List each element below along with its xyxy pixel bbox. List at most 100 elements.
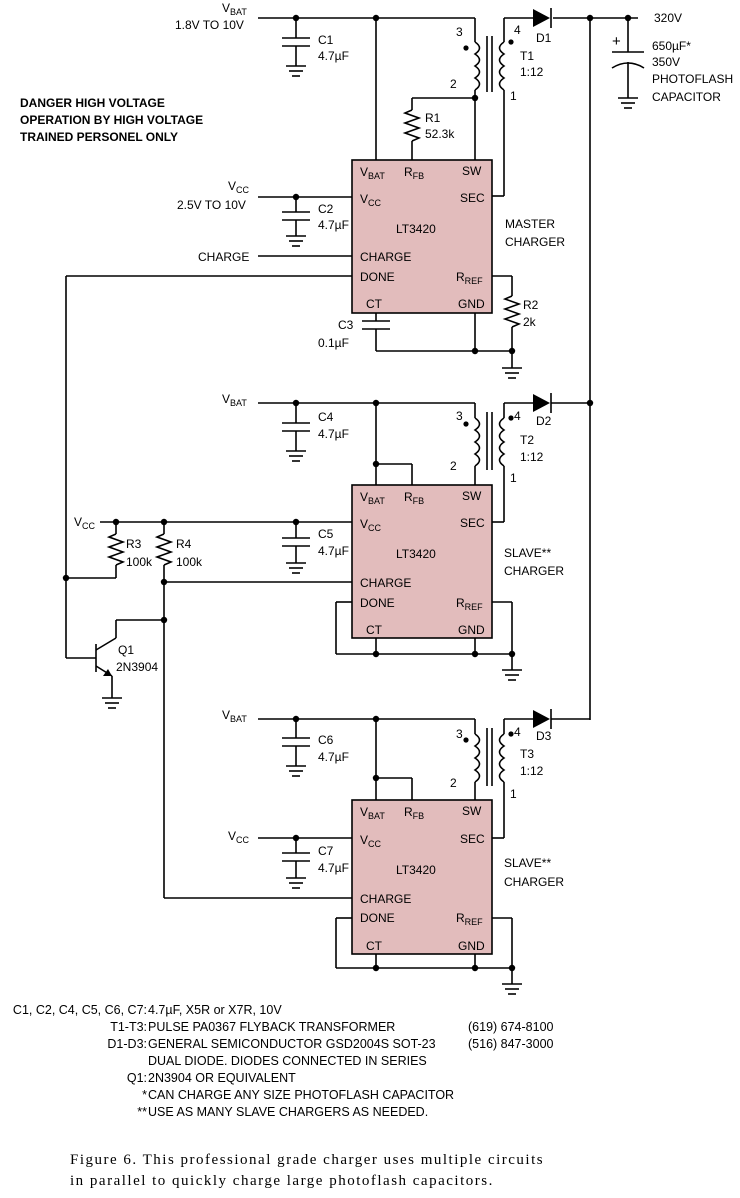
slave2-role-1: SLAVE** xyxy=(504,856,551,870)
r4-ref: R4 xyxy=(176,537,192,551)
note-row: ** USE AS MANY SLAVE CHARGERS AS NEEDED. xyxy=(0,1104,740,1121)
photoflash-capacitor: + 650µF* 350V PHOTOFLASH CAPACITOR xyxy=(611,18,733,109)
svg-text:SW: SW xyxy=(462,164,482,178)
svg-text:VCC: VCC xyxy=(74,515,96,531)
svg-text:VBAT: VBAT xyxy=(360,165,385,181)
t2-pin1: 1 xyxy=(510,471,517,485)
c6-value: 4.7µF xyxy=(318,750,349,764)
svg-text:GND: GND xyxy=(458,939,485,953)
cap-word: CAPACITOR xyxy=(652,90,721,104)
t3-ratio: 1:12 xyxy=(520,764,544,778)
t3-pin3: 3 xyxy=(456,727,463,741)
note-row: T1-T3: PULSE PA0367 FLYBACK TRANSFORMER … xyxy=(0,1019,740,1036)
svg-text:SW: SW xyxy=(462,489,482,503)
note-value: 2N3904 OR EQUIVALENT xyxy=(148,1071,296,1085)
t2-pin3: 3 xyxy=(456,409,463,423)
master-chip-name: LT3420 xyxy=(396,222,436,236)
slave2-role-2: CHARGER xyxy=(504,875,564,889)
c1-ref: C1 xyxy=(318,33,334,47)
svg-text:SEC: SEC xyxy=(460,516,485,530)
r1-value: 52.3k xyxy=(425,127,455,141)
r3-value: 100k xyxy=(126,555,153,569)
output-rail: 320V xyxy=(553,11,682,720)
note-value: CAN CHARGE ANY SIZE PHOTOFLASH CAPACITOR xyxy=(148,1088,455,1102)
note-key: ** xyxy=(137,1105,147,1119)
note-row: * CAN CHARGE ANY SIZE PHOTOFLASH CAPACIT… xyxy=(0,1087,740,1104)
cap-type: PHOTOFLASH xyxy=(652,72,733,86)
note-value: GENERAL SEMICONDUCTOR GSD2004S SOT-23 xyxy=(148,1037,436,1051)
slave1-chip-name: LT3420 xyxy=(396,547,436,561)
cap-voltage: 350V xyxy=(652,55,680,69)
c1-value: 4.7µF xyxy=(318,49,349,63)
c6-ref: C6 xyxy=(318,733,334,747)
slave1-role-2: CHARGER xyxy=(504,564,564,578)
c3-ref: C3 xyxy=(338,318,354,332)
svg-text:VBAT: VBAT xyxy=(222,392,247,408)
t3-pin4: 4 xyxy=(514,725,521,739)
schematic-diagram: DANGER HIGH VOLTAGE OPERATION BY HIGH VO… xyxy=(20,1,733,995)
c2-ref: C2 xyxy=(318,202,334,216)
note-row: D1-D3: GENERAL SEMICONDUCTOR GSD2004S SO… xyxy=(0,1036,740,1053)
svg-text:VCC: VCC xyxy=(360,192,382,208)
d2-ref: D2 xyxy=(536,414,552,428)
t1-pin1: 1 xyxy=(510,89,517,103)
slave2-lt3420-chip xyxy=(351,799,493,955)
slave1-role-1: SLAVE** xyxy=(504,546,551,560)
svg-text:CHARGE: CHARGE xyxy=(360,576,411,590)
output-voltage-label: 320V xyxy=(654,11,682,25)
t2-ref: T2 xyxy=(520,433,534,447)
slave-stage-1: VBAT C4 4.7µF 3 2 4 1 T2 1:12 xyxy=(164,392,594,681)
t3-pin1: 1 xyxy=(510,787,517,801)
t2-pin2: 2 xyxy=(450,459,457,473)
c4-ref: C4 xyxy=(318,410,334,424)
slave-stage-2: VBAT C6 4.7µF 3 2 4 1 T3 1:12 xyxy=(164,708,590,995)
note-value: USE AS MANY SLAVE CHARGERS AS NEEDED. xyxy=(148,1105,429,1119)
note-value: PULSE PA0367 FLYBACK TRANSFORMER xyxy=(148,1020,396,1034)
done-logic: VCC R3 100k R4 100k Q1 2N3904 xyxy=(62,276,258,898)
svg-text:VBAT: VBAT xyxy=(360,805,385,821)
svg-text:CT: CT xyxy=(366,939,383,953)
svg-text:SEC: SEC xyxy=(460,832,485,846)
component-notes: C1, C2, C4, C5, C6, C7: 4.7µF, X5R or X7… xyxy=(0,1002,740,1121)
svg-text:RFB: RFB xyxy=(404,165,424,181)
r2-ref: R2 xyxy=(523,298,539,312)
master-role-2: CHARGER xyxy=(505,235,565,249)
svg-text:GND: GND xyxy=(458,297,485,311)
vcc-range: 2.5V TO 10V xyxy=(177,198,246,212)
svg-text:CHARGE: CHARGE xyxy=(360,892,411,906)
slave2-chip-name: LT3420 xyxy=(396,863,436,877)
svg-text:GND: GND xyxy=(458,623,485,637)
c3-value: 0.1µF xyxy=(318,336,349,350)
warning-line-1: DANGER HIGH VOLTAGE xyxy=(20,96,165,110)
c5-value: 4.7µF xyxy=(318,544,349,558)
svg-text:RREF: RREF xyxy=(456,596,483,612)
t1-pin4: 4 xyxy=(514,23,521,37)
master-role-1: MASTER xyxy=(505,217,555,231)
svg-text:CT: CT xyxy=(366,623,383,637)
svg-text:VCC: VCC xyxy=(360,833,382,849)
r2-value: 2k xyxy=(523,315,537,329)
t1-ratio: 1:12 xyxy=(520,65,544,79)
svg-text:DONE: DONE xyxy=(360,270,395,284)
note-value: DUAL DIODE. DIODES CONNECTED IN SERIES xyxy=(148,1054,427,1068)
note-phone: (619) 674-8100 xyxy=(468,1020,554,1034)
charge-input-label: CHARGE xyxy=(198,250,249,264)
note-key: C1, C2, C4, C5, C6, C7: xyxy=(12,1003,147,1017)
svg-text:SW: SW xyxy=(462,804,482,818)
c7-value: 4.7µF xyxy=(318,861,349,875)
svg-text:DONE: DONE xyxy=(360,596,395,610)
note-phone: (516) 847-3000 xyxy=(468,1037,554,1051)
c5-ref: C5 xyxy=(318,527,334,541)
c2-value: 4.7µF xyxy=(318,218,349,232)
t1-pin2: 2 xyxy=(450,77,457,91)
note-row: DUAL DIODE. DIODES CONNECTED IN SERIES xyxy=(0,1053,740,1070)
svg-text:RFB: RFB xyxy=(404,490,424,506)
note-key: * xyxy=(142,1088,147,1102)
t3-ref: T3 xyxy=(520,747,534,761)
figure-caption: Figure 6. This professional grade charge… xyxy=(70,1150,710,1192)
note-key: T1-T3: xyxy=(110,1020,147,1034)
t1-pin3: 3 xyxy=(456,25,463,39)
warning-line-3: TRAINED PERSONEL ONLY xyxy=(20,130,178,144)
slave1-lt3420-chip xyxy=(351,484,493,639)
d1-ref: D1 xyxy=(536,31,552,45)
